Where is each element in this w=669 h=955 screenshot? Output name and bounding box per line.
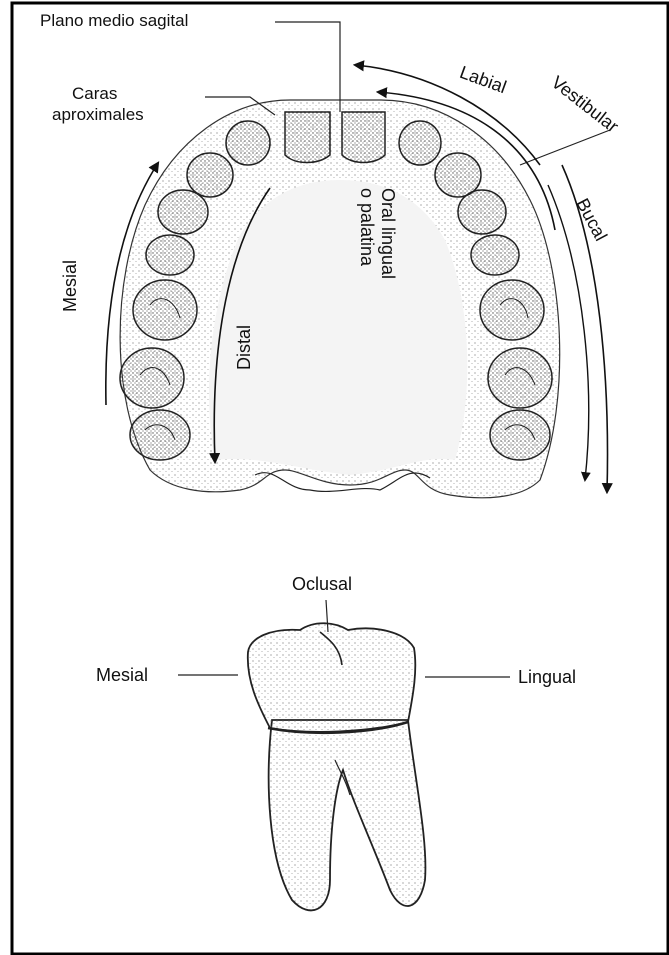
tooth-right-2 [488, 348, 552, 408]
mesial-tooth-label: Mesial [96, 665, 148, 686]
molar-tooth [248, 623, 426, 910]
tooth-left-4 [146, 235, 194, 275]
o-palatina-label: o palatina [356, 188, 377, 266]
caras-aproximales-label-line1: Caras [72, 84, 117, 104]
tooth-left-3 [133, 280, 197, 340]
lingual-label: Lingual [518, 667, 576, 688]
tooth-right-1 [490, 410, 550, 460]
tooth-left-7 [226, 121, 270, 165]
molar-roots [269, 720, 426, 910]
vestibular-leader [520, 130, 610, 165]
midsagittal-line [275, 22, 340, 112]
distal-label: Distal [234, 325, 255, 370]
tooth-left-incisor [285, 112, 330, 163]
dental-arch [120, 100, 560, 498]
oral-lingual-label: Oral lingual [377, 188, 398, 279]
tooth-right-4 [471, 235, 519, 275]
tooth-left-2 [120, 348, 184, 408]
tooth-right-3 [480, 280, 544, 340]
tooth-left-6 [187, 153, 233, 197]
tooth-left-1 [130, 410, 190, 460]
plano-medio-sagital-label: Plano medio sagital [40, 11, 188, 31]
tooth-right-7 [399, 121, 441, 165]
mesial-arch-label: Mesial [60, 260, 81, 312]
tooth-right-5 [458, 190, 506, 234]
oclusal-label: Oclusal [292, 574, 352, 595]
tooth-right-incisor [342, 112, 385, 163]
tooth-left-5 [158, 190, 208, 234]
molar-crown [248, 623, 416, 732]
caras-aproximales-label-line2: aproximales [52, 105, 144, 125]
